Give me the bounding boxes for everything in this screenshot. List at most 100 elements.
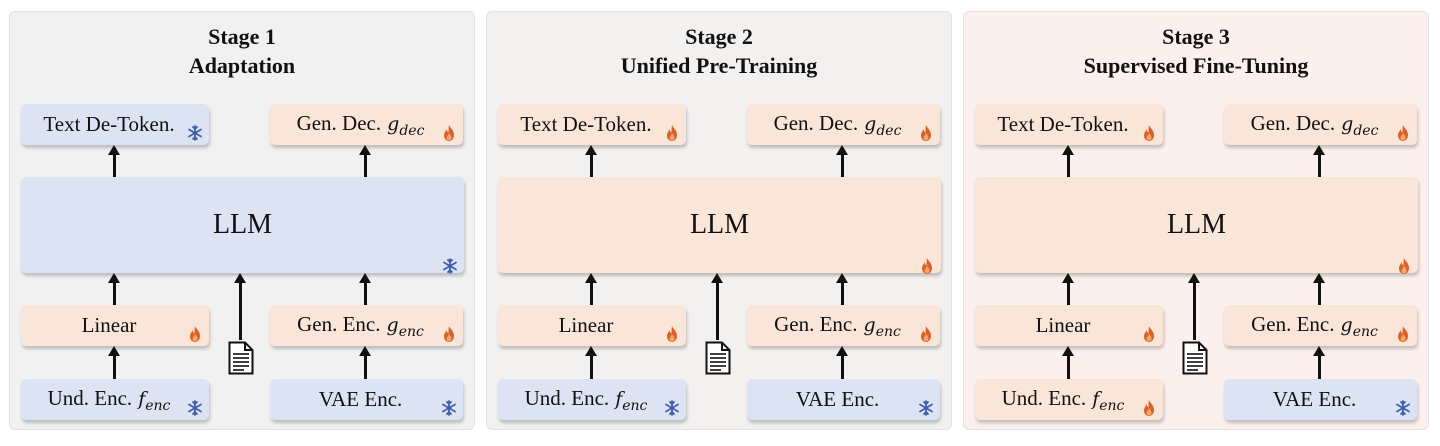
gen-decoder-box-math-letter: g	[387, 112, 400, 135]
und-encoder-box-math-letter: f	[615, 387, 623, 410]
und-encoder-box-math-subscript: enc	[145, 397, 171, 414]
stage-3-subtitle: Supervised Fine-Tuning	[1083, 53, 1309, 78]
gen-encoder-box-math-symbol: genc	[1335, 314, 1378, 340]
gen-encoder-box-math-subscript: enc	[875, 323, 901, 340]
flame-icon	[1395, 324, 1411, 342]
gen-encoder-box-math-subscript: enc	[1352, 323, 1378, 340]
stage-2-title: Stage 2	[685, 24, 753, 49]
snowflake-icon	[441, 398, 457, 416]
snowflake-icon	[664, 398, 680, 416]
text-detokenizer-box: Text De-Token.	[975, 104, 1163, 145]
snowflake-icon	[1395, 398, 1411, 416]
und-encoder-box-math-letter: f	[1092, 387, 1100, 410]
flame-icon	[1396, 251, 1412, 274]
up-arrow	[358, 273, 371, 305]
gen-encoder-box-label-group: Gen. Enc. genc	[1251, 312, 1378, 340]
flame-icon	[664, 123, 680, 141]
vae-encoder-box-label-group: VAE Enc.	[319, 387, 403, 412]
llm-box-label-group: LLM	[690, 209, 749, 241]
up-arrow	[107, 346, 120, 379]
und-encoder-box-math-subscript: enc	[622, 397, 648, 414]
text-detokenizer-box-label-group: Text De-Token.	[43, 112, 174, 137]
flame-icon	[919, 251, 935, 274]
linear-box: Linear	[498, 305, 686, 346]
und-encoder-box-label-group: Und. Enc. fenc	[48, 386, 171, 414]
gen-encoder-box: Gen. Enc. genc	[747, 305, 940, 346]
gen-encoder-box-label: Gen. Enc.	[1251, 311, 1335, 336]
up-arrow	[358, 346, 371, 379]
und-encoder-box-label: Und. Enc.	[47, 385, 133, 410]
gen-decoder-box: Gen. Dec. gdec	[1224, 104, 1417, 145]
stage-2-subtitle: Unified Pre-Training	[620, 53, 818, 78]
gen-decoder-box-label: Gen. Dec.	[1250, 110, 1336, 135]
text-detokenizer-box-label: Text De-Token.	[520, 112, 652, 136]
linear-box-label-group: Linear	[82, 313, 137, 338]
text-detokenizer-box-label-group: Text De-Token.	[520, 112, 651, 137]
linear-box-label: Linear	[558, 313, 614, 337]
und-encoder-box-math-symbol: fenc	[609, 387, 648, 414]
und-encoder-box: Und. Enc. fenc	[975, 379, 1163, 420]
text-document-icon	[1182, 341, 1208, 375]
llm-box-label-group: LLM	[1167, 209, 1226, 241]
up-arrow	[1312, 273, 1325, 305]
linear-box-label-group: Linear	[1036, 313, 1091, 338]
up-arrow	[1061, 346, 1074, 379]
up-arrow	[584, 145, 597, 177]
snowflake-icon	[918, 398, 934, 416]
und-encoder-box: Und. Enc. fenc	[21, 379, 209, 420]
flame-icon	[918, 123, 934, 141]
text-detokenizer-box-label: Text De-Token.	[43, 112, 175, 136]
text-detokenizer-box-label: Text De-Token.	[997, 112, 1129, 136]
text-detokenizer-box: Text De-Token.	[21, 104, 209, 145]
text-document-icon	[705, 341, 731, 375]
flame-icon	[441, 324, 457, 342]
llm-box-label: LLM	[1166, 209, 1227, 240]
text-detokenizer-box: Text De-Token.	[498, 104, 686, 145]
linear-box-label: Linear	[81, 313, 137, 337]
flame-icon	[664, 324, 680, 342]
vae-encoder-box: VAE Enc.	[1224, 379, 1417, 420]
flame-icon	[1141, 324, 1157, 342]
gen-encoder-box-math-symbol: genc	[858, 313, 901, 340]
und-encoder-box-math-symbol: fenc	[132, 388, 171, 414]
llm-box: LLM	[975, 177, 1418, 274]
stage-1-title: Stage 1	[208, 24, 276, 49]
gen-encoder-box-label-group: Gen. Enc. genc	[774, 312, 901, 340]
gen-encoder-box-math-symbol: genc	[381, 314, 424, 340]
flame-icon	[918, 324, 934, 342]
gen-decoder-box-math-symbol: gdec	[381, 112, 425, 139]
vae-encoder-box-label: VAE Enc.	[1272, 387, 1357, 411]
flame-icon	[1141, 398, 1157, 416]
gen-decoder-box-math-subscript: dec	[1353, 122, 1379, 139]
und-encoder-box-label-group: Und. Enc. fenc	[525, 386, 648, 414]
text-document-icon	[228, 341, 254, 375]
up-arrow	[1312, 145, 1325, 177]
vae-encoder-box-label-group: VAE Enc.	[1273, 387, 1357, 412]
gen-decoder-box-math-letter: g	[1341, 112, 1354, 135]
up-arrow	[107, 145, 120, 177]
llm-box: LLM	[498, 177, 941, 274]
snowflake-icon	[187, 123, 203, 141]
up-arrow	[1061, 145, 1074, 177]
gen-encoder-box-math-letter: g	[863, 313, 876, 336]
gen-decoder-box-math-symbol: gdec	[858, 112, 901, 139]
gen-encoder-box-math-subscript: enc	[398, 323, 424, 340]
gen-decoder-box-math-letter: g	[864, 112, 877, 135]
gen-decoder-box: Gen. Dec. gdec	[747, 104, 940, 145]
gen-encoder-box-label: Gen. Enc.	[297, 311, 381, 336]
gen-decoder-box-label: Gen. Dec.	[773, 110, 859, 135]
stage-1-subtitle: Adaptation	[188, 53, 296, 78]
und-encoder-box: Und. Enc. fenc	[498, 379, 686, 420]
up-arrow	[1312, 346, 1325, 379]
snowflake-icon	[442, 251, 458, 274]
up-arrow	[1187, 273, 1200, 340]
gen-encoder-box: Gen. Enc. genc	[1224, 305, 1417, 346]
up-arrow	[233, 273, 246, 340]
up-arrow	[835, 346, 848, 379]
stage-3-title: Stage 3	[1162, 24, 1230, 49]
flame-icon	[1141, 123, 1157, 141]
up-arrow	[358, 145, 371, 177]
gen-decoder-box-math-subscript: dec	[399, 122, 425, 139]
gen-encoder-box: Gen. Enc. genc	[270, 305, 463, 346]
